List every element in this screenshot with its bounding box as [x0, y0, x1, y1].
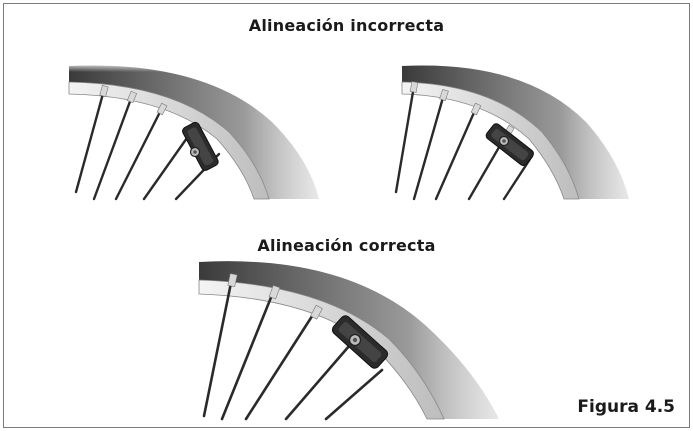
wheel-incorrect-left [4, 62, 689, 201]
figure-frame: Alineación incorrecta Alineación correct… [3, 3, 690, 428]
wheel-illustrations [4, 62, 689, 421]
wheel-correct [198, 261, 499, 421]
figure-caption: Figura 4.5 [577, 397, 675, 417]
correct-alignment-heading: Alineación correcta [257, 236, 436, 255]
incorrect-alignment-heading: Alineación incorrecta [248, 16, 445, 35]
wheel-incorrect-right [394, 65, 629, 201]
